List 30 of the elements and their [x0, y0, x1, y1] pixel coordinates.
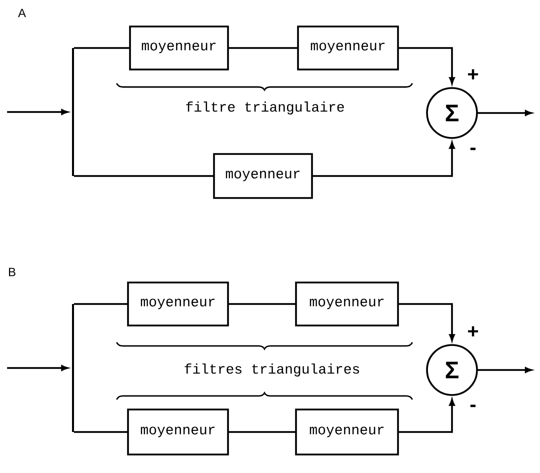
- connector-line: [7, 109, 68, 115]
- connector-line: [74, 303, 128, 305]
- brace-caption: filtres triangulaires: [184, 363, 360, 376]
- panel-letter: A: [18, 8, 26, 18]
- process-box: moyenneur: [127, 282, 229, 326]
- connector-line: [228, 431, 296, 433]
- sign-label: +: [466, 68, 480, 82]
- connector-line: [312, 142, 455, 177]
- connector-line: [228, 303, 296, 305]
- connector-line: [398, 398, 455, 433]
- sign-label: +: [466, 325, 480, 339]
- process-box: moyenneur: [295, 408, 399, 456]
- connector-line: [74, 47, 130, 49]
- sign-label: -: [468, 404, 478, 412]
- sign-label: -: [468, 146, 478, 156]
- connector-line: [228, 47, 298, 49]
- connector-line: [398, 303, 455, 342]
- process-box: moyenneur: [127, 408, 229, 456]
- connector-line: [477, 110, 532, 116]
- connector-line: [477, 367, 532, 373]
- process-box: moyenneur: [297, 26, 399, 70]
- panel-letter: B: [9, 268, 16, 276]
- connector-line: [74, 175, 214, 177]
- brace-caption: filtre triangulaire: [186, 101, 344, 115]
- process-box: moyenneur: [295, 282, 399, 326]
- connector-line: [398, 47, 455, 84]
- connector-line: [7, 365, 68, 371]
- process-box: moyenneur: [213, 153, 313, 199]
- connector-line: [74, 431, 128, 433]
- process-box: moyenneur: [129, 26, 229, 70]
